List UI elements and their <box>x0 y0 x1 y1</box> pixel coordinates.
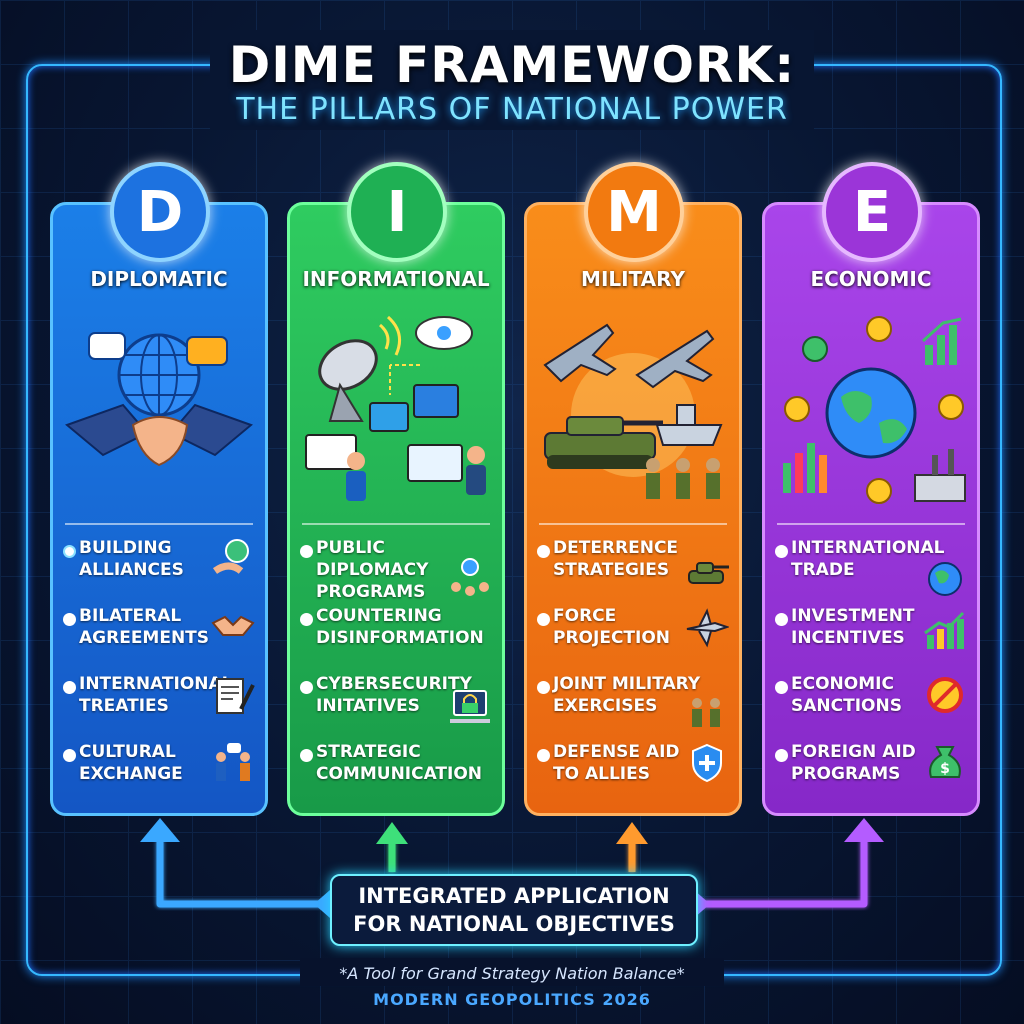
integrated-application-box: INTEGRATED APPLICATION FOR NATIONAL OBJE… <box>330 874 698 946</box>
pillar-name: INFORMATIONAL <box>302 267 490 291</box>
item-label: BILATERAL AGREEMENTS <box>79 606 210 648</box>
list-item: BILATERAL AGREEMENTS <box>61 603 257 671</box>
prohibited-icon <box>927 677 963 713</box>
pillar-name: ECONOMIC <box>810 267 932 291</box>
center-line-1: INTEGRATED APPLICATION <box>358 884 670 908</box>
document-pen-icon <box>216 678 255 714</box>
pillar-name: MILITARY <box>581 267 685 291</box>
letter-badge-e: E <box>822 162 922 262</box>
globe-icon <box>928 562 962 596</box>
handshake-icon <box>211 615 255 636</box>
arrow-economic <box>694 840 868 908</box>
list-item: COUNTERING DISINFORMATION <box>298 603 494 671</box>
list-item: DEFENSE AID TO ALLIES <box>535 739 731 807</box>
item-label: INTERNATIONAL TREATIES <box>79 674 233 716</box>
item-label: CULTURAL EXCHANGE <box>79 742 183 784</box>
letter-badge-i: I <box>347 162 447 262</box>
item-label: DETERRENCE STRATEGIES <box>553 538 679 580</box>
page-subtitle: THE PILLARS OF NATIONAL POWER <box>236 92 788 127</box>
item-label: CYBERSECURITY INITATIVES <box>316 674 472 716</box>
item-label: INVESTMENT INCENTIVES <box>791 606 915 648</box>
divider <box>777 523 965 525</box>
military-illustration <box>543 323 723 499</box>
pillar-name: DIPLOMATIC <box>90 267 228 291</box>
list-item: JOINT MILITARY EXERCISES <box>535 671 731 739</box>
divider <box>539 523 727 525</box>
divider <box>65 523 253 525</box>
center-line-2: FOR NATIONAL OBJECTIVES <box>353 912 675 936</box>
chart-up-icon <box>924 611 965 649</box>
soldiers-icon <box>692 698 720 727</box>
people-chat-icon <box>216 743 250 781</box>
item-label: BUILDING ALLIANCES <box>79 538 184 580</box>
list-item: CULTURAL EXCHANGE <box>61 739 257 807</box>
footer-text: MODERN GEOPOLITICS 2026 <box>373 990 651 1009</box>
list-item: INTERNATIONAL TRADE <box>773 535 969 603</box>
list-item: INVESTMENT INCENTIVES <box>773 603 969 671</box>
network-people-icon <box>451 558 489 596</box>
list-item: STRATEGIC COMMUNICATION <box>298 739 494 807</box>
item-label: JOINT MILITARY EXERCISES <box>553 674 701 716</box>
letter-badge-m: M <box>584 162 684 262</box>
diplomacy-illustration <box>65 332 253 467</box>
list-item: CYBERSECURITY INITATIVES <box>298 671 494 739</box>
pillar-card-informational: INFORMATIONAL PUBLIC DIPLOMACY PROGRAMS … <box>287 202 505 816</box>
item-label: PUBLIC DIPLOMACY PROGRAMS <box>316 538 429 602</box>
item-label: ECONOMIC SANCTIONS <box>791 674 902 716</box>
list-item: FORCE PROJECTION <box>535 603 731 671</box>
information-illustration <box>305 315 486 501</box>
item-label: INTERNATIONAL TRADE <box>791 538 945 580</box>
list-item: BUILDING ALLIANCES <box>61 535 257 603</box>
list-item: DETERRENCE STRATEGIES <box>535 535 731 603</box>
economy-illustration <box>783 316 966 504</box>
pillar-card-economic: ECONOMIC INTERNATIONAL TRADE INVESTMENT … <box>762 202 980 816</box>
item-label: FORCE PROJECTION <box>553 606 671 648</box>
title-backdrop <box>210 30 814 130</box>
svg-text:$: $ <box>940 761 950 777</box>
list-item: INTERNATIONAL TREATIES <box>61 671 257 739</box>
jet-icon <box>686 608 729 648</box>
money-bag-icon: $ <box>929 746 961 778</box>
laptop-lock-icon <box>450 690 490 723</box>
item-label: FOREIGN AID PROGRAMS <box>791 742 916 784</box>
tagline-backdrop <box>300 958 724 986</box>
item-label: DEFENSE AID TO ALLIES <box>553 742 680 784</box>
arrow-diplomatic <box>156 840 330 908</box>
list-item: ECONOMIC SANCTIONS <box>773 671 969 739</box>
item-label: COUNTERING DISINFORMATION <box>316 606 484 648</box>
page-title: DIME FRAMEWORK: <box>228 36 796 94</box>
divider <box>302 523 490 525</box>
list-item: FOREIGN AID PROGRAMS $ <box>773 739 969 807</box>
tagline: *A Tool for Grand Strategy Nation Balanc… <box>339 964 685 983</box>
tank-icon <box>688 562 729 584</box>
letter-badge-d: D <box>110 162 210 262</box>
pillar-card-diplomatic: DIPLOMATIC BUILDING ALLIANCES BILATERAL … <box>50 202 268 816</box>
shield-hands-icon <box>692 743 722 783</box>
pillar-card-military: MILITARY DETERRENCE STRATEGIES FORCE PRO… <box>524 202 742 816</box>
globe-handshake-icon <box>212 539 249 574</box>
list-item: PUBLIC DIPLOMACY PROGRAMS <box>298 535 494 603</box>
item-label: STRATEGIC COMMUNICATION <box>316 742 483 784</box>
